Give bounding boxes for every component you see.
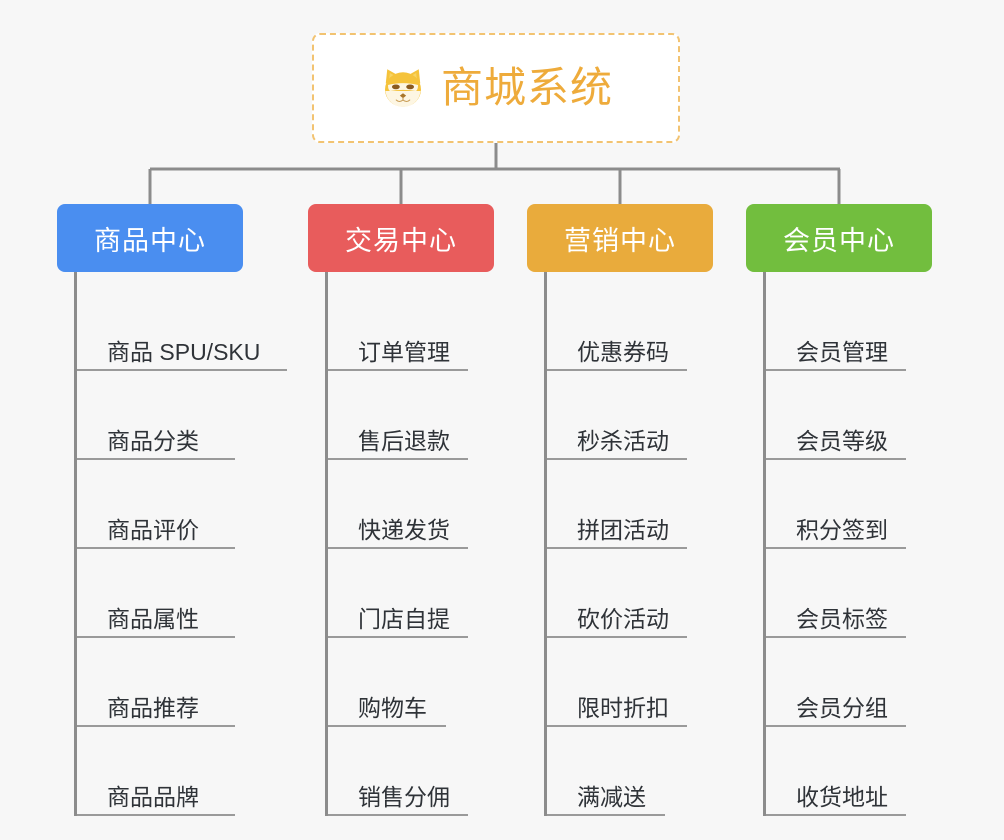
category-header-1[interactable]: 交易中心 (308, 204, 494, 272)
leaf-item-label: 秒杀活动 (577, 428, 669, 455)
leaf-item[interactable]: 会员标签 (766, 549, 935, 638)
leaf-item-label: 商品分类 (107, 428, 199, 455)
category-header-3[interactable]: 会员中心 (746, 204, 932, 272)
leaf-item[interactable]: 商品 SPU/SKU (77, 282, 287, 371)
root-title: 商城系统 (440, 64, 613, 111)
leaf-item-label: 购物车 (358, 695, 427, 722)
leaf-item[interactable]: 商品评价 (77, 460, 246, 549)
category-header-0[interactable]: 商品中心 (57, 204, 243, 272)
leaf-item-label: 快递发货 (358, 517, 450, 544)
category-header-2[interactable]: 营销中心 (527, 204, 713, 272)
leaf-item-label: 砍价活动 (577, 606, 669, 633)
leaf-item[interactable]: 优惠券码 (547, 282, 716, 371)
category-header-label: 交易中心 (345, 225, 457, 256)
leaf-item[interactable]: 门店自提 (328, 549, 497, 638)
leaf-item[interactable]: 会员管理 (766, 282, 935, 371)
category-header-label: 会员中心 (783, 225, 895, 256)
leaf-item-label: 满减送 (577, 784, 646, 811)
leaf-item[interactable]: 满减送 (547, 727, 716, 816)
leaf-list-3: 会员管理 会员等级 积分签到 会员标签 会员分组 收货地址 (763, 272, 935, 816)
category-header-label: 营销中心 (564, 225, 676, 256)
leaf-item-label: 会员等级 (796, 428, 888, 455)
branch-column-0: 商品中心 商品 SPU/SKU 商品分类 商品评价 商品属性 商品推荐 商品品牌 (57, 204, 287, 816)
branch-column-1: 交易中心 订单管理 售后退款 快递发货 门店自提 购物车 销售分佣 (308, 204, 494, 816)
leaf-item-label: 商品 SPU/SKU (107, 339, 261, 366)
leaf-item[interactable]: 秒杀活动 (547, 371, 716, 460)
leaf-item-label: 销售分佣 (358, 784, 450, 811)
leaf-item[interactable]: 商品推荐 (77, 638, 246, 727)
leaf-item[interactable]: 拼团活动 (547, 460, 716, 549)
shiba-dog-icon (384, 69, 421, 108)
leaf-item-label: 商品属性 (107, 606, 199, 633)
root-node[interactable]: 商城系统 (312, 33, 680, 143)
branch-column-3: 会员中心 会员管理 会员等级 积分签到 会员标签 会员分组 收货地址 (746, 204, 932, 816)
leaf-item-label: 售后退款 (358, 428, 450, 455)
leaf-item[interactable]: 商品属性 (77, 549, 246, 638)
leaf-item-label: 订单管理 (358, 339, 450, 366)
leaf-item[interactable]: 砍价活动 (547, 549, 716, 638)
leaf-item[interactable]: 收货地址 (766, 727, 935, 816)
leaf-item[interactable]: 商品品牌 (77, 727, 246, 816)
leaf-item[interactable]: 会员等级 (766, 371, 935, 460)
leaf-item-label: 拼团活动 (577, 517, 669, 544)
leaf-item-label: 会员管理 (796, 339, 888, 366)
leaf-item-label: 收货地址 (796, 784, 888, 811)
leaf-item[interactable]: 快递发货 (328, 460, 497, 549)
category-header-label: 商品中心 (94, 225, 206, 256)
leaf-item-label: 会员标签 (796, 606, 888, 633)
leaf-item-label: 商品推荐 (107, 695, 199, 722)
leaf-item[interactable]: 售后退款 (328, 371, 497, 460)
leaf-item-label: 商品品牌 (107, 784, 199, 811)
leaf-item-label: 商品评价 (107, 517, 199, 544)
leaf-item-label: 限时折扣 (577, 695, 669, 722)
leaf-item-label: 门店自提 (358, 606, 450, 633)
leaf-item[interactable]: 商品分类 (77, 371, 246, 460)
leaf-item-label: 优惠券码 (577, 339, 669, 366)
leaf-list-1: 订单管理 售后退款 快递发货 门店自提 购物车 销售分佣 (325, 272, 497, 816)
leaf-list-0: 商品 SPU/SKU 商品分类 商品评价 商品属性 商品推荐 商品品牌 (74, 272, 287, 816)
leaf-list-2: 优惠券码 秒杀活动 拼团活动 砍价活动 限时折扣 满减送 (544, 272, 716, 816)
leaf-item[interactable]: 限时折扣 (547, 638, 716, 727)
leaf-item[interactable]: 订单管理 (328, 282, 497, 371)
leaf-item[interactable]: 销售分佣 (328, 727, 497, 816)
leaf-item[interactable]: 会员分组 (766, 638, 935, 727)
branch-column-2: 营销中心 优惠券码 秒杀活动 拼团活动 砍价活动 限时折扣 满减送 (527, 204, 713, 816)
leaf-item-label: 会员分组 (796, 695, 888, 722)
leaf-item[interactable]: 积分签到 (766, 460, 935, 549)
leaf-item[interactable]: 购物车 (328, 638, 497, 727)
leaf-item-label: 积分签到 (796, 517, 888, 544)
